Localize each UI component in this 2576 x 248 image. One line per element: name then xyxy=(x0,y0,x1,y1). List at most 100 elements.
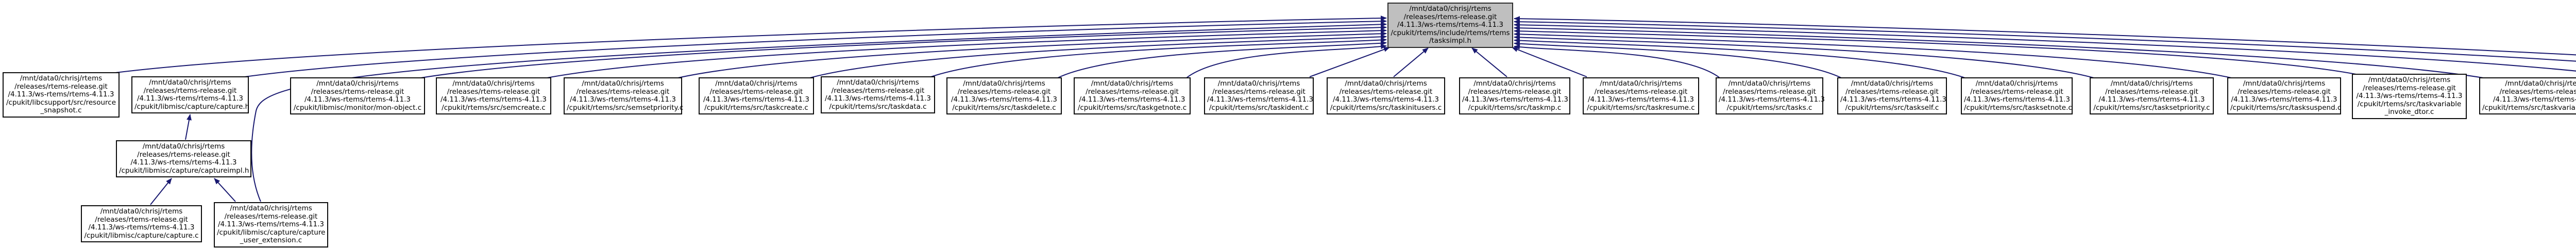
node-label-line: /4.11.3/ws-rtems/rtems-4.11.3 xyxy=(137,94,243,103)
node-label-line: /releases/rtems-release.git xyxy=(1970,87,2063,96)
graph-node[interactable]: /mnt/data0/chrisj/rtems/releases/rtems-r… xyxy=(2479,77,2576,114)
graph-node[interactable]: /mnt/data0/chrisj/rtems/releases/rtems-r… xyxy=(699,77,814,114)
graph-node[interactable]: /mnt/data0/chrisj/rtems/releases/rtems-r… xyxy=(1716,77,1825,114)
node-label-line: /cpukit/rtems/src/semsetpriority.c xyxy=(567,103,684,112)
node-label-line: /mnt/data0/chrisj/rtems xyxy=(2368,76,2451,84)
node-label-line: /cpukit/rtems/src/tasksuspend.c xyxy=(2230,103,2342,112)
node-label-line: _invoke_dtor.c xyxy=(2384,108,2434,116)
node-label-line: /mnt/data0/chrisj/rtems xyxy=(20,74,103,82)
dependency-edge xyxy=(547,28,1387,78)
dependency-edge xyxy=(1514,44,1720,78)
dependency-edge xyxy=(244,19,1387,77)
graph-node[interactable]: /mnt/data0/chrisj/rtems/releases/rtems-r… xyxy=(1327,77,1445,114)
node-label-line: /4.11.3/ws-rtems/rtems-4.11.3 xyxy=(1332,95,1439,104)
node-label-line: /cpukit/libcsupport/src/resource xyxy=(6,98,116,107)
node-label-line: /releases/rtems-release.git xyxy=(137,150,230,159)
node-label-line: /releases/rtems-release.git xyxy=(576,87,670,96)
dependency-edge xyxy=(809,34,1387,78)
graph-node[interactable]: /mnt/data0/chrisj/rtems/releases/rtems-r… xyxy=(2227,77,2341,114)
node-label-line: /cpukit/rtems/src/taskdata.c xyxy=(829,102,927,111)
node-label-line: /mnt/data0/chrisj/rtems xyxy=(149,78,231,87)
node-label-line: /mnt/data0/chrisj/rtems xyxy=(316,79,399,88)
node-label-line: /cpukit/rtems/src/semcreate.c xyxy=(442,103,546,112)
dependency-edge xyxy=(1471,47,1507,77)
dependency-edge xyxy=(1514,22,2576,72)
graph-node[interactable]: /mnt/data0/chrisj/rtems/releases/rtems-r… xyxy=(821,76,935,113)
graph-node[interactable]: /mnt/data0/chrisj/rtems/releases/rtems-r… xyxy=(116,140,251,177)
node-label-line: /4.11.3/ws-rtems/rtems-4.11.3 xyxy=(2356,92,2463,100)
graph-node[interactable]: /mnt/data0/chrisj/rtems/releases/rtems-r… xyxy=(1074,77,1191,114)
dependency-edge xyxy=(150,178,172,205)
node-label-line: /releases/rtems-release.git xyxy=(1339,87,1433,96)
graph-node[interactable]: /mnt/data0/chrisj/rtems/releases/rtems-r… xyxy=(436,77,551,114)
dependency-edge xyxy=(1514,19,2576,62)
node-label-line: /mnt/data0/chrisj/rtems xyxy=(2243,79,2326,88)
node-label-line: /mnt/data0/chrisj/rtems xyxy=(1975,79,2058,88)
graph-node[interactable]: /mnt/data0/chrisj/rtems/releases/rtems-r… xyxy=(1961,77,2073,114)
node-label-line: /mnt/data0/chrisj/rtems xyxy=(1473,79,1556,88)
node-label-line: /cpukit/libmisc/capture/capture.c xyxy=(84,231,199,240)
node-label-line: /releases/rtems-release.git xyxy=(224,212,318,221)
node-label-line: /4.11.3/ws-rtems/rtems-4.11.3 xyxy=(1964,95,2071,104)
node-label-line: /mnt/data0/chrisj/rtems xyxy=(1217,79,1300,88)
dependency-edge xyxy=(1514,41,1842,78)
node-label-line: /mnt/data0/chrisj/rtems xyxy=(1091,79,1174,88)
node-label-line: /4.11.3/ws-rtems/rtems-4.11.3 xyxy=(440,95,547,104)
node-label-line: _snapshot.c xyxy=(40,106,82,114)
node-label-line: /cpukit/rtems/src/tasksetnote.c xyxy=(1964,103,2072,112)
node-label-line: /releases/rtems-release.git xyxy=(2363,84,2456,92)
node-label-line: /mnt/data0/chrisj/rtems xyxy=(142,142,225,151)
node-label-line: /4.11.3/ws-rtems/rtems-4.11.3 xyxy=(2098,95,2205,104)
graph-node[interactable]: /mnt/data0/chrisj/rtems/releases/rtems-r… xyxy=(1583,77,1699,114)
dependency-edge xyxy=(930,37,1387,77)
node-label-line: /cpukit/rtems/src/taskcreate.c xyxy=(704,103,808,112)
dependency-edge xyxy=(115,15,1387,73)
graph-node[interactable]: /mnt/data0/chrisj/rtems/releases/rtems-r… xyxy=(2090,77,2214,114)
node-label-line: /mnt/data0/chrisj/rtems xyxy=(963,79,1045,88)
node-label-line: /mnt/data0/chrisj/rtems xyxy=(1345,79,1427,88)
graph-node[interactable]: /mnt/data0/chrisj/rtems/releases/rtems-r… xyxy=(214,202,328,247)
dependency-edge xyxy=(677,31,1387,78)
node-label-line: /mnt/data0/chrisj/rtems xyxy=(1728,79,1811,88)
node-label-line: /releases/rtems-release.git xyxy=(14,82,108,91)
node-label-line: /releases/rtems-release.git xyxy=(1086,87,1179,96)
graph-node[interactable]: /mnt/data0/chrisj/rtems/releases/rtems-r… xyxy=(946,77,1062,114)
node-label-line: /4.11.3/ws-rtems/rtems-4.11.3 xyxy=(130,158,237,167)
graph-node[interactable]: /mnt/data0/chrisj/rtems/releases/rtems-r… xyxy=(1837,77,1947,114)
graph-node[interactable]: /mnt/data0/chrisj/rtems/releases/rtems-r… xyxy=(1204,77,1314,114)
graph-node[interactable]: /mnt/data0/chrisj/rtems/releases/rtems-r… xyxy=(2352,74,2467,119)
node-label-line: /mnt/data0/chrisj/rtems xyxy=(100,207,183,216)
node-label-line: /4.11.3/ws-rtems/rtems-4.11.3 xyxy=(217,220,324,228)
node-label-line: /4.11.3/ws-rtems/rtems-4.11.3 xyxy=(1587,95,1694,104)
node-label-line: /cpukit/libmisc/capture/captureimpl.h xyxy=(119,166,249,175)
node-label-line: /4.11.3/ws-rtems/rtems-4.11.3 xyxy=(1397,21,1503,29)
node-label-line: _user_extension.c xyxy=(240,236,302,244)
node-label-line: /releases/rtems-release.git xyxy=(2499,87,2576,96)
graph-node[interactable]: /mnt/data0/chrisj/rtems/releases/rtems-r… xyxy=(3,72,120,118)
dependency-edge xyxy=(1393,47,1429,77)
graph-node[interactable]: /mnt/data0/chrisj/rtems/releases/rtems-r… xyxy=(131,76,249,113)
dependency-edge xyxy=(420,25,1387,78)
node-label-line: /releases/rtems-release.git xyxy=(957,87,1051,96)
graph-node-current: /mnt/data0/chrisj/rtems/releases/rtems-r… xyxy=(1387,3,1513,48)
graph-node[interactable]: /mnt/data0/chrisj/rtems/releases/rtems-r… xyxy=(1459,77,1570,114)
node-label-line: /cpukit/rtems/src/taskgetnote.c xyxy=(1077,103,1187,112)
node-label-line: /releases/rtems-release.git xyxy=(143,86,237,95)
dependency-edge xyxy=(1309,47,1390,77)
node-label-line: /releases/rtems-release.git xyxy=(1723,87,1816,96)
node-label-line: /cpukit/rtems/src/taskinitusers.c xyxy=(1330,103,1442,112)
node-label-line: /4.11.3/ws-rtems/rtems-4.11.3 xyxy=(1462,95,1569,104)
graph-node[interactable]: /mnt/data0/chrisj/rtems/releases/rtems-r… xyxy=(290,77,425,114)
node-label-line: /releases/rtems-release.git xyxy=(447,87,540,96)
dependency-edge xyxy=(1057,40,1387,78)
node-label-line: /4.11.3/ws-rtems/rtems-4.11.3 xyxy=(569,95,676,104)
node-label-line: /cpukit/rtems/src/taskdelete.c xyxy=(952,103,1056,112)
node-label-line: /4.11.3/ws-rtems/rtems-4.11.3 xyxy=(703,95,809,104)
node-label-line: /4.11.3/ws-rtems/rtems-4.11.3 xyxy=(2231,95,2337,104)
node-label-line: /mnt/data0/chrisj/rtems xyxy=(2505,79,2576,88)
dependency-edge xyxy=(185,114,192,140)
graph-node[interactable]: /mnt/data0/chrisj/rtems/releases/rtems-r… xyxy=(81,205,202,242)
graph-node[interactable]: /mnt/data0/chrisj/rtems/releases/rtems-r… xyxy=(564,77,684,114)
node-label-line: /releases/rtems-release.git xyxy=(1212,87,1306,96)
